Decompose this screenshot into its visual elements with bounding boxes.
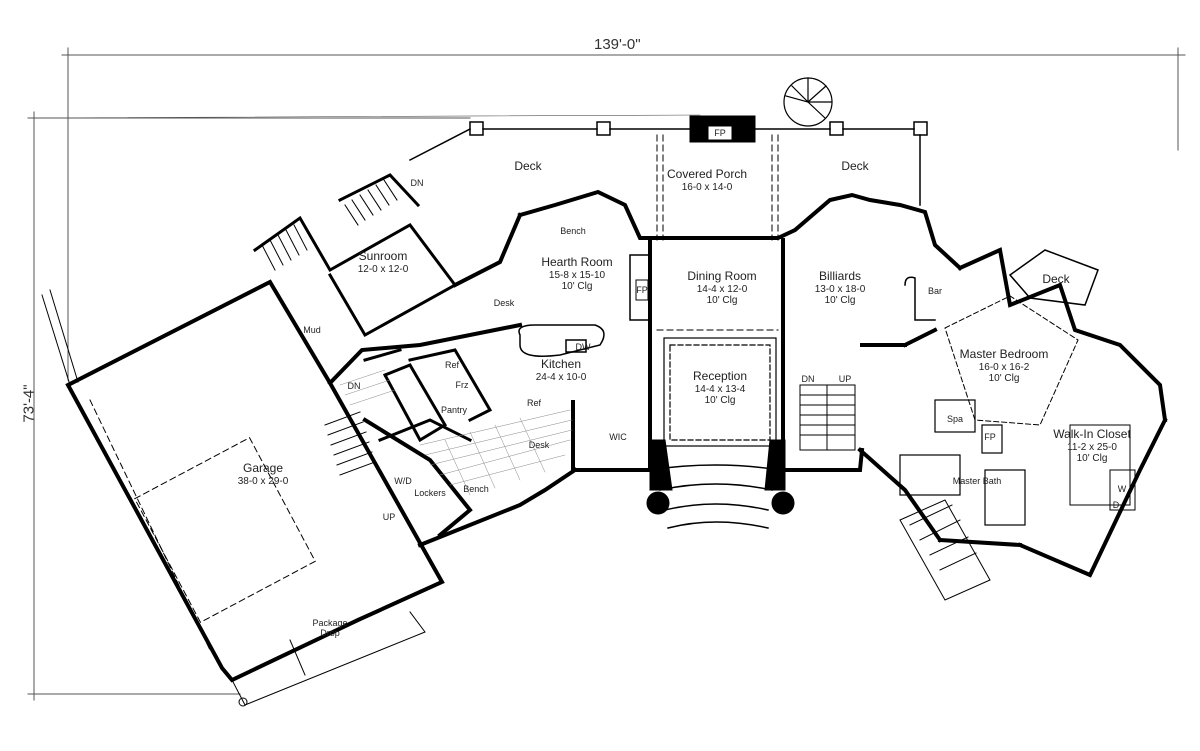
label-mud: Mud bbox=[303, 325, 321, 335]
master-bedroom-trey bbox=[944, 295, 1079, 426]
spiral-stair bbox=[783, 77, 833, 127]
closet-shelves bbox=[1069, 424, 1136, 511]
label-up-garage: UP bbox=[382, 512, 396, 522]
label-dn-top: DN bbox=[410, 178, 424, 188]
label-d: D bbox=[1112, 500, 1120, 510]
label-frz: Frz bbox=[455, 380, 469, 390]
label-fp-hearth: FP bbox=[636, 285, 648, 295]
kitchen-island bbox=[518, 324, 605, 357]
lower-stairs bbox=[324, 411, 376, 476]
rear-stairs bbox=[899, 499, 991, 601]
depth-dimension: 73'-4" bbox=[20, 384, 38, 423]
label-master-bath: Master Bath bbox=[952, 476, 1002, 486]
label-desk-hearth: Desk bbox=[493, 298, 515, 308]
label-spa: Spa bbox=[946, 414, 964, 424]
label-bar: Bar bbox=[927, 286, 943, 296]
label-fp-porch: FP bbox=[714, 128, 726, 138]
label-lockers: Lockers bbox=[414, 488, 446, 498]
label-wic: WIC bbox=[609, 432, 627, 442]
stair-treads bbox=[261, 179, 398, 271]
label-up-stair: UP bbox=[838, 374, 852, 384]
package-drop-walls bbox=[231, 611, 426, 706]
deck-master-outline bbox=[1008, 249, 1099, 306]
reception-walls bbox=[663, 337, 777, 447]
label-fp-bath: FP bbox=[984, 432, 996, 442]
label-w: W bbox=[1117, 484, 1127, 494]
garage-walls bbox=[65, 279, 445, 683]
label-ref2: Ref bbox=[526, 398, 542, 408]
garage-doors bbox=[89, 399, 316, 651]
tile-floor bbox=[339, 369, 573, 496]
label-dn-mud: DN bbox=[347, 381, 361, 391]
room-label-deck-left: Deck bbox=[514, 159, 542, 173]
label-bench2: Bench bbox=[463, 484, 489, 494]
label-bench: Bench bbox=[560, 226, 586, 236]
master-walls bbox=[902, 247, 1168, 578]
label-dn-stair: DN bbox=[801, 374, 815, 384]
label-dw: DW bbox=[575, 342, 591, 352]
label-pantry: Pantry bbox=[440, 405, 468, 415]
dimension-lines bbox=[27, 47, 1186, 701]
main-stairs bbox=[799, 384, 856, 451]
width-dimension: 139'-0" bbox=[594, 36, 641, 53]
bath-fixtures bbox=[899, 399, 1026, 526]
room-label-deck-right: Deck bbox=[841, 159, 869, 173]
label-ref: Ref bbox=[444, 360, 460, 370]
porch-dashed bbox=[656, 134, 779, 331]
sunroom-walls bbox=[252, 173, 458, 338]
room-label-package-drop: Package Drop bbox=[312, 618, 348, 639]
label-wd-mud: W/D bbox=[394, 476, 412, 486]
deck-posts bbox=[408, 121, 928, 206]
room-label-deck-master: Deck bbox=[1042, 272, 1070, 286]
label-desk-kitchen: Desk bbox=[528, 440, 550, 450]
pantry-walls bbox=[363, 348, 493, 443]
